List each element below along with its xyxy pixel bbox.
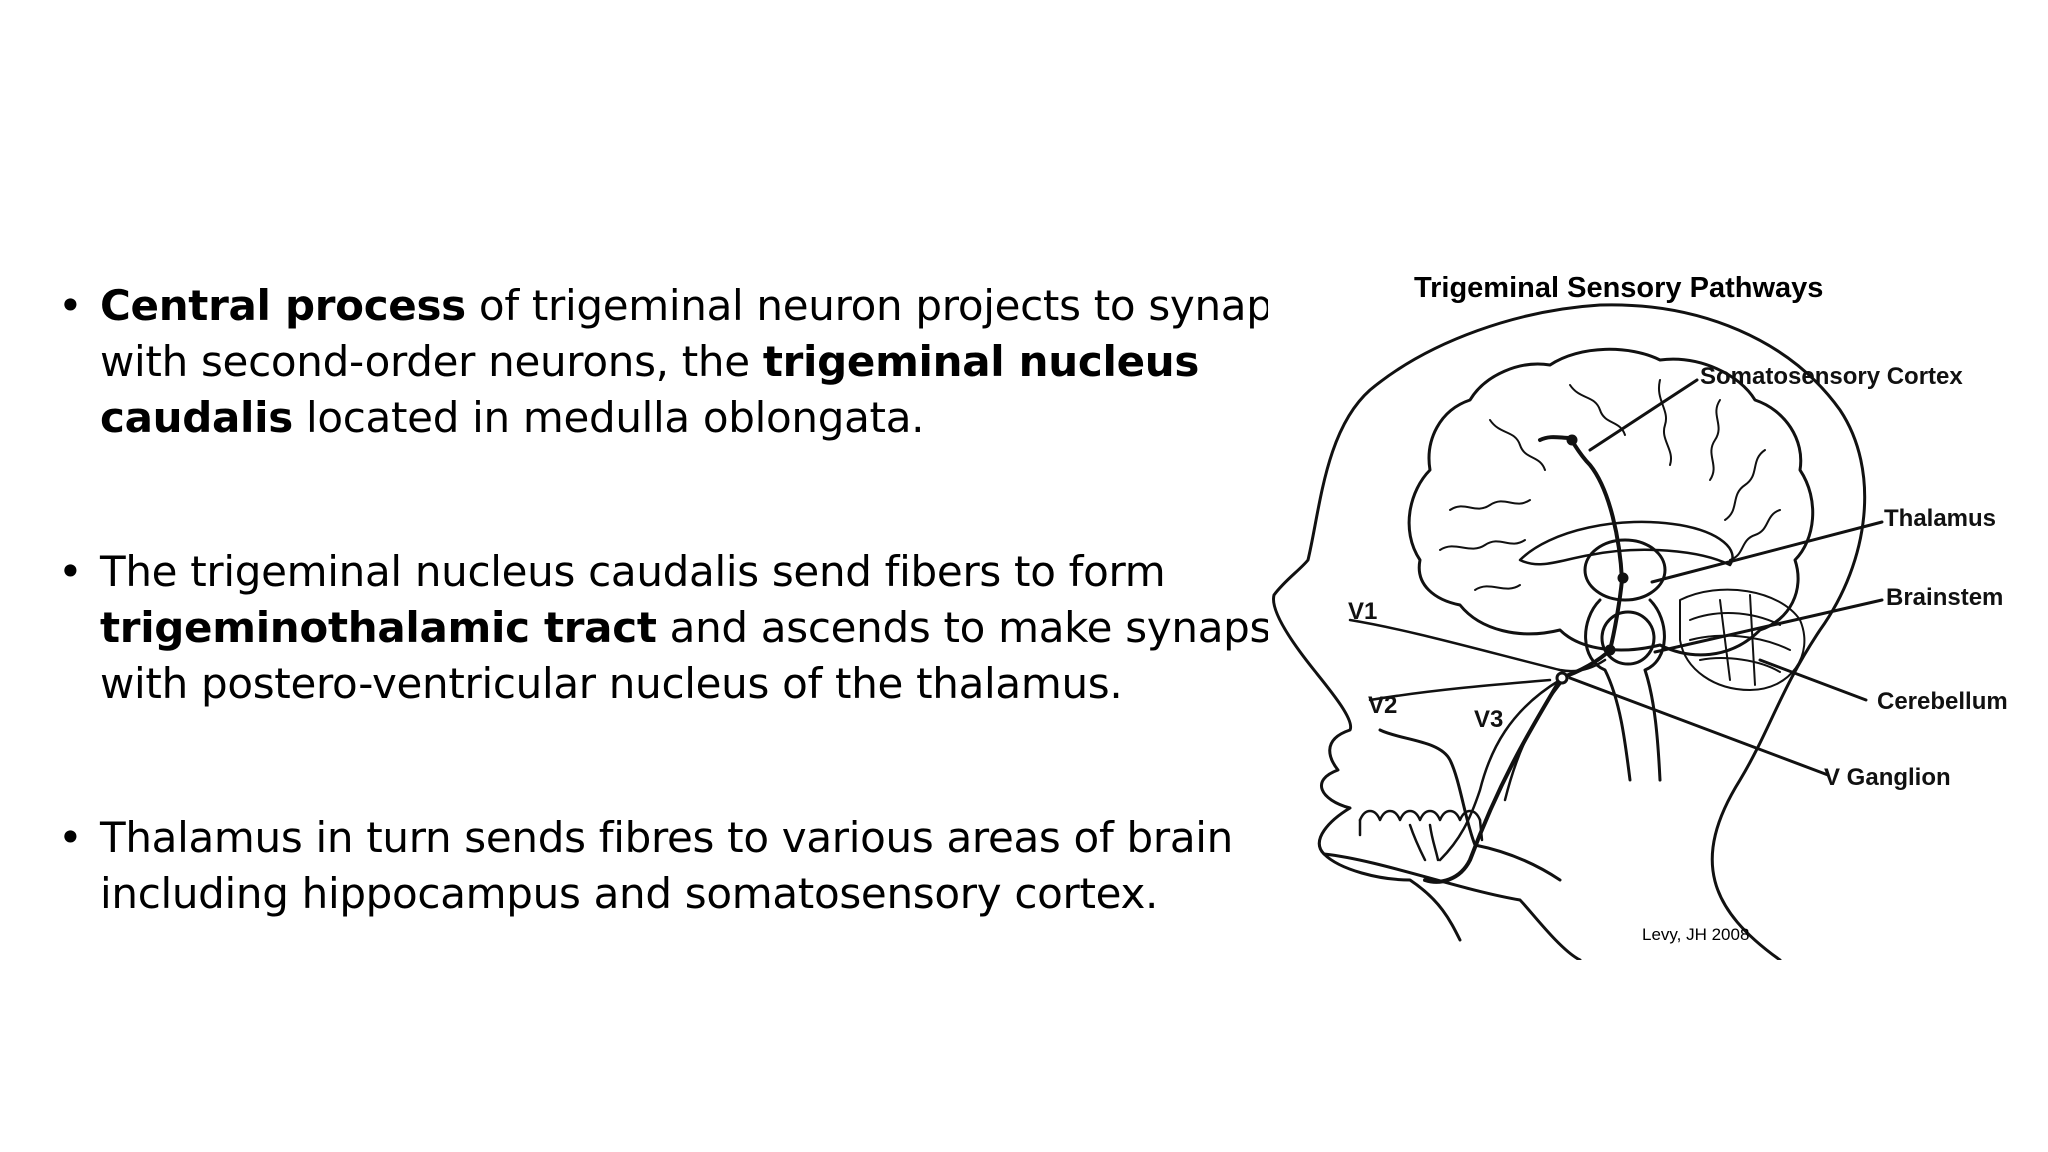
- cerebellum-structure: [1679, 588, 1806, 691]
- label-leader-lines: [1568, 378, 1884, 777]
- diagram-title: Trigeminal Sensory Pathways: [1414, 272, 1824, 304]
- teeth: [1358, 809, 1484, 862]
- label-somatosensory-cortex: Somatosensory Cortex: [1700, 363, 1963, 390]
- bullet-line: caudalis located in medulla oblongata.: [100, 393, 925, 442]
- label-thalamus: Thalamus: [1884, 505, 1997, 532]
- label-v-ganglion: V Ganglion: [1824, 764, 1951, 791]
- v-ganglion-node: [1555, 671, 1569, 685]
- bullet-dot: •: [58, 813, 83, 862]
- thalamus-structure: [1583, 538, 1667, 602]
- bullet-line: Central process of trigeminal neuron pro…: [100, 281, 1268, 330]
- synapse-node: [1604, 644, 1616, 656]
- bullet-item-1: • Central process of trigeminal neuron p…: [58, 278, 1268, 446]
- bullet-dot: •: [58, 281, 83, 330]
- bullet-dot: •: [58, 547, 83, 596]
- head-brain-illustration: [1272, 303, 1884, 960]
- image-credit: Levy, JH 2008: [1642, 925, 1750, 944]
- gyri: [1439, 379, 1781, 591]
- label-v3: V3: [1474, 706, 1504, 733]
- jaw-outline: [1322, 852, 1462, 942]
- label-brainstem: Brainstem: [1886, 584, 2004, 611]
- label-cerebellum: Cerebellum: [1877, 688, 2008, 715]
- bullet-line: including hippocampus and somatosensory …: [100, 869, 1159, 918]
- trigeminal-pathway-diagram: Trigeminal Sensory Pathways Somatosensor…: [1260, 260, 2048, 960]
- corpus-callosum: [1518, 520, 1734, 567]
- bullet-item-3: • Thalamus in turn sends fibres to vario…: [58, 810, 1268, 922]
- trigeminal-branches: [1348, 618, 1607, 862]
- synapse-node: [1617, 572, 1629, 584]
- bullet-list: • Central process of trigeminal neuron p…: [58, 278, 1268, 938]
- brain-outline: [1407, 347, 1815, 657]
- synapse-node: [1566, 434, 1578, 446]
- label-v2: V2: [1368, 692, 1398, 719]
- bullet-line: Thalamus in turn sends fibres to various…: [100, 813, 1233, 862]
- pons-structure: [1600, 610, 1656, 666]
- label-v1: V1: [1348, 598, 1378, 625]
- head-outline: [1272, 303, 1867, 960]
- mandible: [1378, 728, 1562, 882]
- bullet-line: The trigeminal nucleus caudalis send fib…: [100, 547, 1166, 596]
- bullet-item-2: • The trigeminal nucleus caudalis send f…: [58, 544, 1268, 712]
- bullet-line: with postero-ventricular nucleus of the …: [100, 659, 1123, 708]
- bullet-line: trigeminothalamic tract and ascends to m…: [100, 603, 1268, 652]
- brainstem-structure: [1584, 598, 1666, 782]
- bullet-line: with second-order neurons, the trigemina…: [100, 337, 1200, 386]
